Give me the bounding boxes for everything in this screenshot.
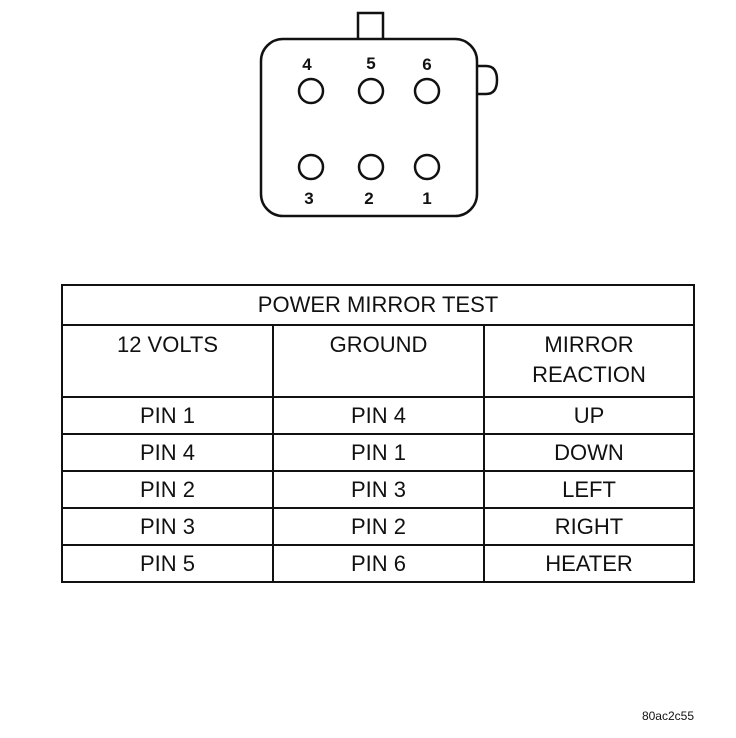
ground-cell: PIN 6 bbox=[272, 544, 485, 583]
reaction-cell: LEFT bbox=[483, 470, 695, 509]
reaction-cell: UP bbox=[483, 396, 695, 435]
pin-hole-5 bbox=[357, 77, 385, 105]
pin-label-5: 5 bbox=[366, 54, 375, 73]
ground-cell: PIN 4 bbox=[272, 396, 485, 435]
pin-hole-3 bbox=[297, 153, 325, 181]
volts-cell: PIN 1 bbox=[61, 396, 274, 435]
table-title-row: POWER MIRROR TEST bbox=[61, 284, 695, 326]
figure-code: 80ac2c55 bbox=[641, 709, 694, 723]
table-row: PIN 2 PIN 3 LEFT bbox=[61, 470, 695, 509]
table-header-row: 12 VOLTS GROUND MIRROR REACTION bbox=[61, 324, 695, 398]
pin-hole-4 bbox=[297, 77, 325, 105]
pin-label-1: 1 bbox=[422, 189, 431, 208]
table-row: PIN 1 PIN 4 UP bbox=[61, 396, 695, 435]
power-mirror-test-table: POWER MIRROR TEST 12 VOLTS GROUND MIRROR… bbox=[61, 284, 695, 583]
pin-hole-6 bbox=[413, 77, 441, 105]
volts-cell: PIN 5 bbox=[61, 544, 274, 583]
table-title: POWER MIRROR TEST bbox=[61, 284, 695, 326]
connector-top-tab bbox=[356, 11, 385, 42]
connector-diagram: 4 5 6 3 2 1 bbox=[259, 11, 499, 218]
volts-cell: PIN 3 bbox=[61, 507, 274, 546]
header-mirror-reaction: MIRROR REACTION bbox=[483, 324, 695, 398]
reaction-cell: RIGHT bbox=[483, 507, 695, 546]
volts-cell: PIN 2 bbox=[61, 470, 274, 509]
reaction-cell: HEATER bbox=[483, 544, 695, 583]
header-12-volts: 12 VOLTS bbox=[61, 324, 274, 398]
pin-label-2: 2 bbox=[364, 189, 373, 208]
pin-label-4: 4 bbox=[302, 55, 312, 74]
header-ground: GROUND bbox=[272, 324, 485, 398]
ground-cell: PIN 1 bbox=[272, 433, 485, 472]
volts-cell: PIN 4 bbox=[61, 433, 274, 472]
ground-cell: PIN 2 bbox=[272, 507, 485, 546]
reaction-cell: DOWN bbox=[483, 433, 695, 472]
ground-cell: PIN 3 bbox=[272, 470, 485, 509]
pin-label-3: 3 bbox=[304, 189, 313, 208]
table-row: PIN 4 PIN 1 DOWN bbox=[61, 433, 695, 472]
table-row: PIN 5 PIN 6 HEATER bbox=[61, 544, 695, 583]
pin-hole-2 bbox=[357, 153, 385, 181]
pin-label-6: 6 bbox=[422, 55, 431, 74]
table-row: PIN 3 PIN 2 RIGHT bbox=[61, 507, 695, 546]
connector-side-latch bbox=[475, 64, 499, 96]
pin-hole-1 bbox=[413, 153, 441, 181]
